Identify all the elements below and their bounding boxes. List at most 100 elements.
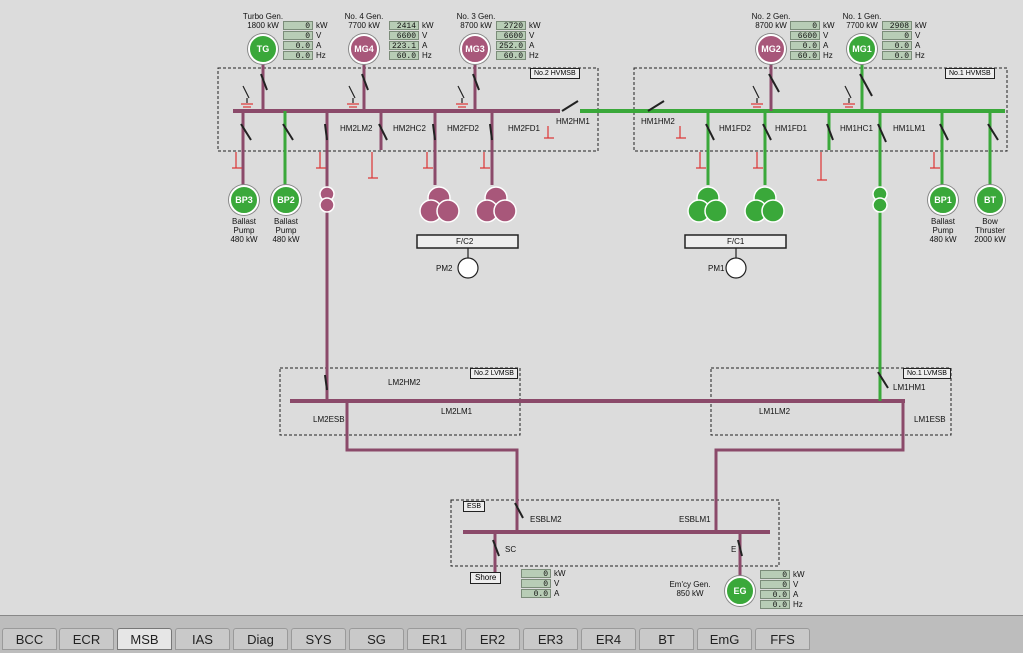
tab-bt[interactable]: BT — [639, 628, 694, 650]
breaker-hm2fd2[interactable]: HM2FD2 — [447, 124, 480, 133]
lv2-frame — [279, 367, 521, 436]
mg3-kw: 2720 — [496, 21, 526, 31]
unit-kw: kW — [316, 21, 328, 30]
shore-a: 0.0 — [521, 589, 551, 599]
breaker-lm2lm1[interactable]: LM2LM1 — [441, 407, 473, 416]
pm1-label: PM1 — [708, 264, 725, 273]
unit-hz: Hz — [915, 51, 925, 60]
shore-v: 0 — [521, 579, 551, 589]
unit-v: V — [529, 31, 535, 40]
breaker-hm1fd1[interactable]: HM1FD1 — [775, 124, 808, 133]
unit-v: V — [554, 579, 560, 588]
breaker-lm1hm1[interactable]: LM1HM1 — [893, 383, 926, 392]
unit-a: A — [823, 41, 829, 50]
generator-mg2[interactable]: MG2 — [756, 34, 786, 64]
unit-a: A — [529, 41, 535, 50]
tab-sys[interactable]: SYS — [291, 628, 346, 650]
breaker-lm2esb[interactable]: LM2ESB — [313, 415, 345, 424]
breaker-hm1hm2[interactable]: HM1HM2 — [641, 117, 675, 126]
mg4-hz: 60.0 — [389, 51, 419, 61]
unit-kw: kW — [529, 21, 541, 30]
tab-msb[interactable]: MSB — [117, 628, 172, 650]
unit-hz: Hz — [793, 600, 803, 609]
emcy-gen-title: Em'cy Gen.850 kW — [669, 580, 711, 598]
unit-hz: Hz — [823, 51, 833, 60]
gen-title-mg1: No. 1 Gen.7700 kW — [842, 12, 882, 30]
screen-tab-bar: BCC ECR MSB IAS Diag SYS SG ER1 ER2 ER3 … — [0, 615, 1023, 653]
mg2-hz: 60.0 — [790, 51, 820, 61]
breaker-esblm2[interactable]: ESBLM2 — [530, 515, 562, 524]
unit-hz: Hz — [422, 51, 432, 60]
hv1-label: No.1 HVMSB — [945, 68, 995, 79]
mg1-a: 0.0 — [882, 41, 912, 51]
breaker-esblm1[interactable]: ESBLM1 — [679, 515, 711, 524]
consumer-bp2[interactable]: BP2 — [271, 185, 301, 215]
breaker-hm2fd1[interactable]: HM2FD1 — [508, 124, 541, 133]
tab-ffs[interactable]: FFS — [755, 628, 810, 650]
mg4-v: 6600 — [389, 31, 419, 41]
mg4-a: 223.1 — [389, 41, 419, 51]
breaker-lm1lm2[interactable]: LM1LM2 — [759, 407, 791, 416]
tab-ias[interactable]: IAS — [175, 628, 230, 650]
eg-hz: 0.0 — [760, 600, 790, 610]
generator-mg3[interactable]: MG3 — [460, 34, 490, 64]
tab-er1[interactable]: ER1 — [407, 628, 462, 650]
breaker-lm2hm2[interactable]: LM2HM2 — [388, 378, 421, 387]
breaker-e[interactable]: E — [731, 545, 737, 554]
mg2-kw: 0 — [790, 21, 820, 31]
generator-eg[interactable]: EG — [725, 576, 755, 606]
tab-ecr[interactable]: ECR — [59, 628, 114, 650]
shore-connection[interactable]: Shore — [470, 572, 502, 584]
tg-a: 0.0 — [283, 41, 313, 51]
esb-frame — [450, 499, 780, 567]
breaker-hm2lm2[interactable]: HM2LM2 — [340, 124, 373, 133]
tg-v: 0 — [283, 31, 313, 41]
fc2-label[interactable]: F/C2 — [456, 237, 474, 246]
mg2-v: 6600 — [790, 31, 820, 41]
breaker-sc[interactable]: SC — [505, 545, 517, 554]
breaker-hm2hc2[interactable]: HM2HC2 — [393, 124, 426, 133]
breaker-hm1lm1[interactable]: HM1LM1 — [893, 124, 926, 133]
mg3-a: 252.0 — [496, 41, 526, 51]
breaker-hm1hc1[interactable]: HM1HC1 — [840, 124, 873, 133]
eg-v: 0 — [760, 580, 790, 590]
generator-mg1[interactable]: MG1 — [847, 34, 877, 64]
unit-a: A — [915, 41, 921, 50]
tab-diag[interactable]: Diag — [233, 628, 288, 650]
tab-emg[interactable]: EmG — [697, 628, 752, 650]
unit-a: A — [793, 590, 799, 599]
lv2-label: No.2 LVMSB — [470, 368, 518, 379]
unit-kw: kW — [422, 21, 434, 30]
breaker-hm2hm1[interactable]: HM2HM1 — [556, 117, 590, 126]
mg1-kw: 2908 — [882, 21, 912, 31]
consumer-bp3[interactable]: BP3 — [229, 185, 259, 215]
tab-bcc[interactable]: BCC — [2, 628, 57, 650]
eg-kw: 0 — [760, 570, 790, 580]
eg-a: 0.0 — [760, 590, 790, 600]
unit-a: A — [554, 589, 560, 598]
consumer-bt[interactable]: BT — [975, 185, 1005, 215]
breaker-lm1esb[interactable]: LM1ESB — [914, 415, 946, 424]
mg1-v: 0 — [882, 31, 912, 41]
tab-er4[interactable]: ER4 — [581, 628, 636, 650]
gen-title-mg4: No. 4 Gen.7700 kW — [344, 12, 384, 30]
unit-v: V — [915, 31, 921, 40]
tab-sg[interactable]: SG — [349, 628, 404, 650]
breaker-hm1fd2[interactable]: HM1FD2 — [719, 124, 752, 133]
tg-kw: 0 — [283, 21, 313, 31]
unit-v: V — [422, 31, 428, 40]
unit-kw: kW — [793, 570, 805, 579]
tab-er3[interactable]: ER3 — [523, 628, 578, 650]
fc1-label[interactable]: F/C1 — [727, 237, 745, 246]
unit-a: A — [316, 41, 322, 50]
generator-tg[interactable]: TG — [248, 34, 278, 64]
consumer-bp1[interactable]: BP1 — [928, 185, 958, 215]
mg2-a: 0.0 — [790, 41, 820, 51]
generator-mg4[interactable]: MG4 — [349, 34, 379, 64]
unit-kw: kW — [554, 569, 566, 578]
gen-title-mg3: No. 3 Gen.8700 kW — [456, 12, 496, 30]
tab-er2[interactable]: ER2 — [465, 628, 520, 650]
hv2-label: No.2 HVMSB — [530, 68, 580, 79]
